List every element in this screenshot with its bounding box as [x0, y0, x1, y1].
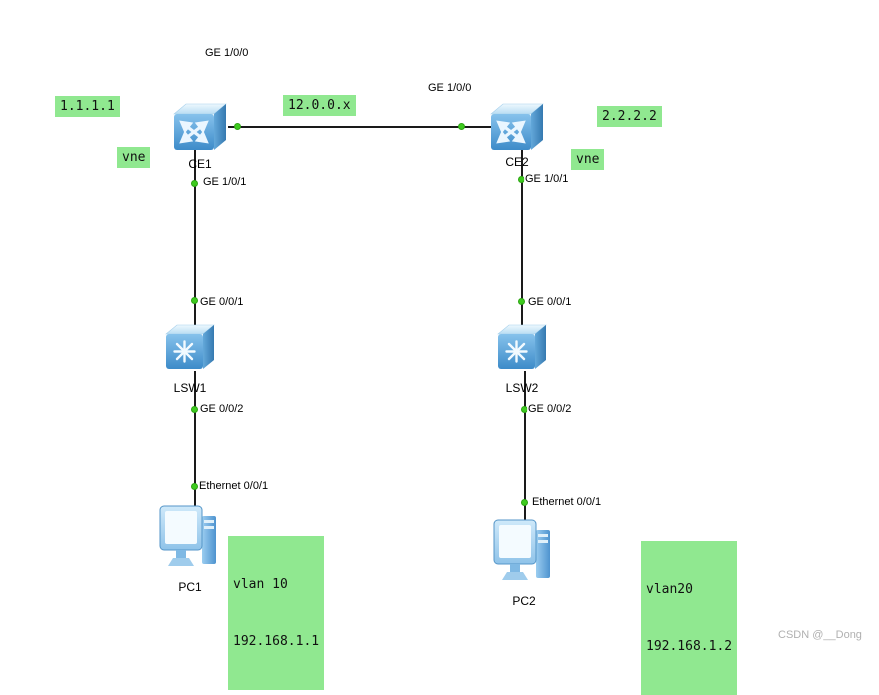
port-label-ce1-ge101: GE 1/0/1	[202, 176, 248, 188]
pc-icon	[493, 519, 550, 580]
device-label-lsw1: LSW1	[173, 381, 207, 395]
annotation-pc1-ip: 192.168.1.1	[233, 634, 320, 649]
device-label-ce2: CE2	[505, 155, 529, 169]
switch-icon	[165, 324, 215, 369]
link-ce1-lsw1[interactable]	[194, 149, 196, 325]
switch-icon	[497, 324, 547, 369]
link-ce1-ce2[interactable]	[228, 126, 492, 128]
device-pc1[interactable]	[158, 502, 222, 585]
device-label-pc1: PC1	[178, 580, 202, 594]
router-icon	[173, 103, 227, 150]
port-dot-pc2-eth	[521, 499, 528, 506]
annotation-pc2-info[interactable]: vlan20 192.168.1.2	[641, 541, 738, 695]
port-label-pc1-eth: Ethernet 0/0/1	[198, 480, 270, 492]
annotation-pc2-ip: 192.168.1.2	[646, 639, 733, 654]
link-lsw2-pc2[interactable]	[524, 371, 526, 521]
link-lsw1-pc1[interactable]	[194, 371, 196, 507]
port-dot-ce2-ge100	[458, 123, 465, 130]
port-label-lsw2-ge002: GE 0/0/2	[527, 403, 573, 415]
port-dot-lsw2-ge001	[518, 298, 525, 305]
device-ce2[interactable]	[489, 101, 545, 158]
port-label-pc2-eth: Ethernet 0/0/1	[531, 496, 603, 508]
port-dot-lsw1-ge002	[191, 406, 198, 413]
port-dot-lsw1-ge001	[191, 297, 198, 304]
device-label-lsw2: LSW2	[505, 381, 539, 395]
port-label-lsw1-ge001: GE 0/0/1	[199, 296, 245, 308]
annotation-vne-right[interactable]: vne	[571, 149, 605, 170]
port-label-ce2-ge101: GE 1/0/1	[524, 173, 570, 185]
annotation-ce1-ip[interactable]: 1.1.1.1	[55, 96, 120, 117]
annotation-pc1-vlan: vlan 10	[233, 577, 288, 592]
port-label-ce1-ge100: GE 1/0/0	[204, 47, 250, 59]
device-label-pc2: PC2	[512, 594, 536, 608]
port-dot-ce1-ge101	[191, 180, 198, 187]
device-lsw2[interactable]	[496, 321, 548, 378]
device-label-ce1: CE1	[188, 157, 212, 171]
port-dot-pc1-eth	[191, 483, 198, 490]
annotation-link-subnet[interactable]: 12.0.0.x	[283, 95, 356, 116]
annotation-pc2-vlan: vlan20	[646, 582, 693, 597]
device-ce1[interactable]	[172, 101, 228, 158]
device-pc2[interactable]	[492, 516, 556, 599]
port-dot-ce1-ge100	[234, 123, 241, 130]
annotation-vne-left[interactable]: vne	[117, 147, 151, 168]
port-label-lsw2-ge001: GE 0/0/1	[527, 296, 573, 308]
device-lsw1[interactable]	[164, 321, 216, 378]
port-label-ce2-ge100: GE 1/0/0	[427, 82, 473, 94]
topology-canvas: GE 1/0/0 GE 1/0/0 GE 1/0/1 GE 1/0/1 GE 0…	[55, 47, 862, 695]
router-icon	[490, 103, 544, 150]
watermark-text: CSDN @__Dong	[778, 629, 862, 641]
annotation-pc1-info[interactable]: vlan 10 192.168.1.1	[228, 536, 325, 690]
annotation-ce2-ip[interactable]: 2.2.2.2	[597, 106, 662, 127]
port-label-lsw1-ge002: GE 0/0/2	[199, 403, 245, 415]
pc-icon	[159, 505, 216, 566]
link-ce2-lsw2[interactable]	[521, 149, 523, 325]
